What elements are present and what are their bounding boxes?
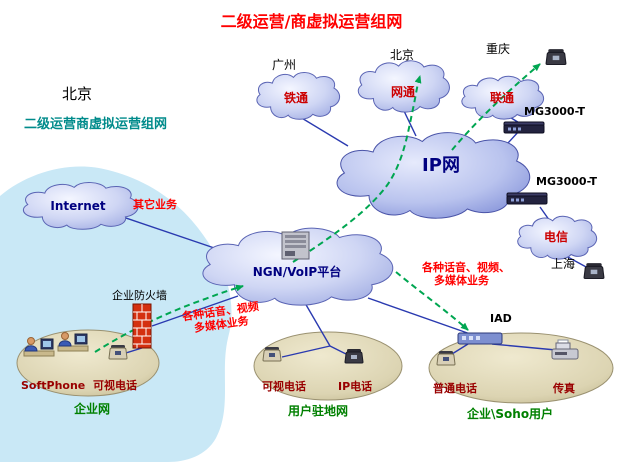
- videophone-icon-mid: [262, 346, 282, 362]
- videophone-icon-left: [108, 344, 128, 360]
- ordinary-phone-icon: [436, 350, 456, 366]
- ngn-server-icon: [281, 231, 310, 260]
- group-label-enterprise-net: 企业网: [74, 402, 111, 416]
- terminal-label-softphone: SoftPhone: [21, 379, 86, 392]
- cloud-label-dianxin: 电信: [543, 230, 569, 244]
- ngn-platform-label: NGN/VoIP平台: [252, 265, 342, 279]
- mg3000-bottom-label: MG3000-T: [536, 175, 598, 188]
- mg3000-top-label: MG3000-T: [524, 105, 586, 118]
- city-label-chongqing: 重庆: [486, 42, 511, 56]
- ip-network-label: IP网: [422, 155, 460, 176]
- flow-arrows: [94, 63, 541, 353]
- terminal-label-videophone-mid: 可视电话: [262, 380, 306, 393]
- city-label-beijing: 北京: [390, 48, 415, 62]
- terminal-label-ip-phone: IP电话: [338, 380, 373, 393]
- ip-phone-icon: [344, 348, 364, 364]
- flow-ngn-to-soho: [395, 271, 469, 331]
- cloud-label-tietong: 铁通: [283, 91, 309, 105]
- group-label-soho-users: 企业\Soho用户: [467, 407, 554, 421]
- city-label-shanghai: 上海: [551, 257, 576, 271]
- diagram-subtitle: 二级运营商虚拟运营组网: [24, 117, 168, 132]
- mg3000-router-top-icon: [503, 121, 545, 134]
- diagram-title: 二级运营/商虚拟运营组网: [220, 12, 403, 31]
- flow-ip-to-chongqing: [451, 63, 541, 151]
- annotation-other-services: 其它业务: [133, 198, 177, 211]
- flow-enterprise-to-ngn: [94, 284, 244, 353]
- cloud-label-liantong: 联通: [489, 91, 515, 105]
- phone-icon-chongqing: [545, 48, 567, 66]
- firewall-icon: [132, 303, 152, 349]
- terminal-label-videophone-left: 可视电话: [93, 379, 137, 392]
- internet-label: Internet: [50, 199, 106, 213]
- phone-icon-shanghai: [583, 262, 605, 280]
- annotation-services-right: 各种话音、视频、 多媒体业务: [422, 261, 510, 287]
- iad-label: IAD: [490, 312, 512, 325]
- annotation-services-right-line2: 多媒体业务: [434, 273, 489, 287]
- mg3000-router-bottom-icon: [506, 192, 548, 205]
- label-beijing-region: 北京: [62, 85, 93, 103]
- annotation-services-right-line1: 各种话音、视频、: [422, 261, 510, 274]
- iad-device: [457, 332, 503, 345]
- flow-ngn-to-wangtong: [292, 75, 422, 263]
- city-label-guangzhou: 广州: [272, 58, 297, 72]
- oval-user-premises: [253, 331, 403, 401]
- group-label-user-premises: 用户驻地网: [288, 404, 349, 418]
- terminal-label-ordinary-phone: 普通电话: [433, 382, 477, 395]
- terminal-label-fax: 传真: [553, 382, 575, 395]
- cloud-label-wangtong: 网通: [390, 85, 416, 99]
- firewall-label: 企业防火墙: [112, 289, 167, 302]
